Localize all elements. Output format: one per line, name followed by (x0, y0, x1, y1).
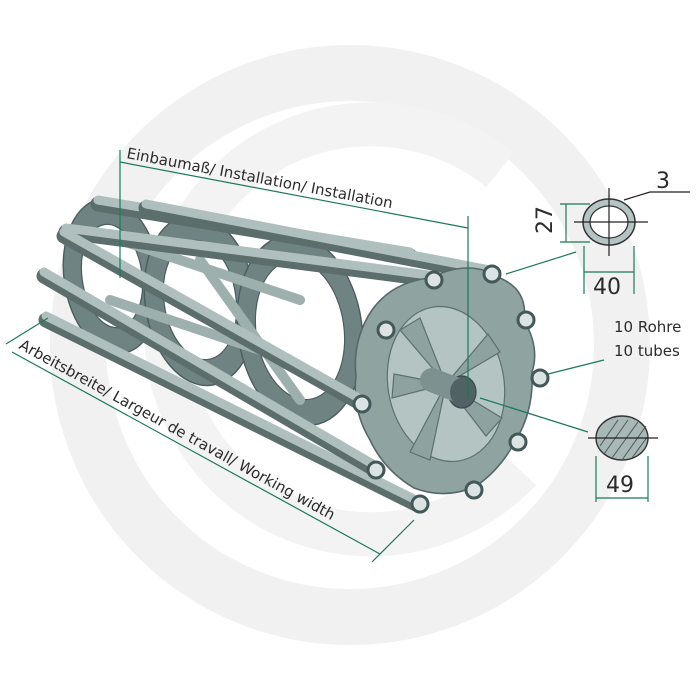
tube-height-value: 27 (533, 206, 558, 234)
hollow-tube-cross-section-icon: 3 27 40 (505, 169, 690, 300)
tube-width-value: 40 (593, 275, 621, 300)
tube-count-callout: 10 Rohre 10 tubes (547, 318, 681, 375)
front-star-disc (354, 267, 536, 495)
tube-wall-value: 3 (656, 169, 670, 194)
tube-count-en: 10 tubes (614, 342, 680, 360)
solid-shaft-cross-section-icon: 49 (479, 397, 658, 502)
back-rods (58, 195, 498, 288)
tube-ends (352, 264, 550, 514)
tube-count-de: 10 Rohre (614, 318, 681, 336)
front-rods (36, 227, 428, 514)
rotor-cage-illustration (36, 195, 550, 514)
shaft-diameter-value: 49 (606, 473, 634, 498)
